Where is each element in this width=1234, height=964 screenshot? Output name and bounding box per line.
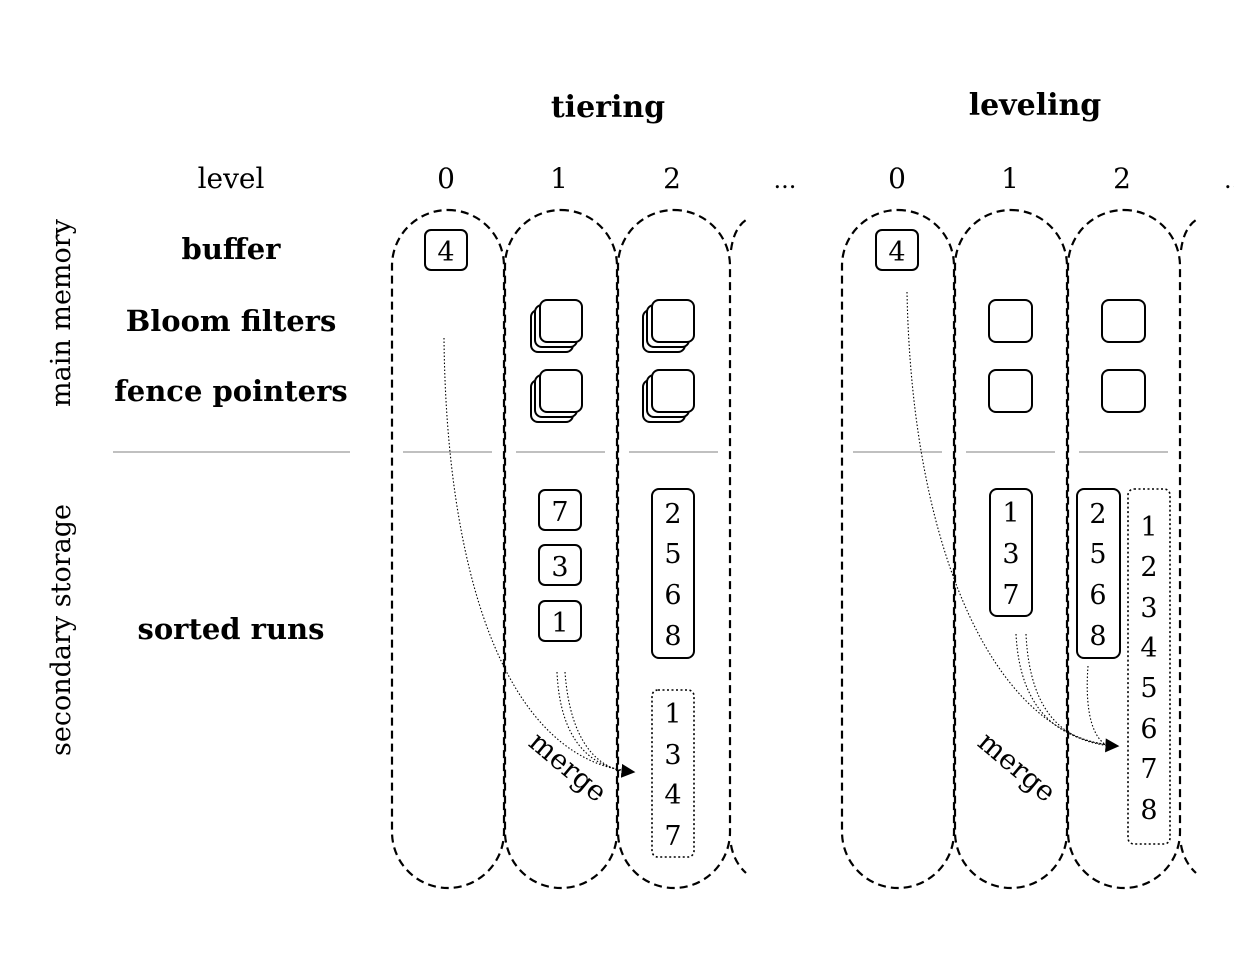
- fence-pointers-label: fence pointers: [114, 374, 347, 408]
- leveling-merged-value-1: 1: [1140, 512, 1157, 543]
- leveling-l2-run-value-4: 8: [1089, 621, 1106, 652]
- tiering-merge-flow-b: [564, 671, 631, 773]
- tiering-level-0-capsule: [390, 208, 506, 890]
- leveling-l2-run-value-3: 6: [1089, 580, 1106, 611]
- tiering-l1-fence-pointers-stack: [530, 369, 583, 423]
- leveling-l1-run-value-3: 7: [1002, 580, 1019, 611]
- tiering-l2-run-value-3: 6: [664, 580, 681, 611]
- tiering-buffer-value: 4: [437, 237, 454, 268]
- leveling-level-2: 2: [1113, 162, 1131, 195]
- tiering-level-0: 0: [437, 162, 455, 195]
- leveling-l1-run-value-1: 1: [1002, 498, 1019, 529]
- leveling-buffer-entry: [875, 229, 919, 271]
- tiering-l1-run-b: [538, 544, 582, 586]
- leveling-merge-arrow: [906, 291, 1120, 753]
- tiering-merged-value-4: 7: [664, 821, 681, 852]
- tiering-next-capsule-bottom: [729, 844, 747, 874]
- leveling-merge-flow-b: [1025, 633, 1113, 747]
- tiering-merged-value-1: 1: [664, 699, 681, 730]
- leveling-merged-value-3: 3: [1140, 593, 1157, 624]
- leveling-l2-run-value-2: 5: [1089, 539, 1106, 570]
- tiering-merge-label: merge: [523, 725, 614, 809]
- tiering-level-2-capsule: [616, 208, 732, 890]
- tiering-l1-run-a: [538, 489, 582, 531]
- tiering-buffer-entry: [424, 229, 468, 271]
- secondary-storage-label: secondary storage: [46, 504, 77, 756]
- tiering-title: tiering: [551, 90, 665, 125]
- tiering-l1-bloom-filters-stack: [530, 299, 583, 353]
- leveling-l1-fence-pointers: [988, 369, 1033, 413]
- tiering-l2-fence-pointers-stack: [642, 369, 695, 423]
- tiering-l1-run-b-value: 3: [551, 552, 568, 583]
- tiering-merged-value-2: 3: [664, 740, 681, 771]
- tiering-merged-value-3: 4: [664, 780, 681, 811]
- leveling-merged-run: [1127, 488, 1171, 845]
- leveling-l2-bloom-filter: [1101, 299, 1146, 343]
- leveling-merged-value-7: 7: [1140, 754, 1157, 785]
- sorted-runs-label: sorted runs: [138, 612, 325, 646]
- level-label: level: [198, 162, 265, 195]
- leveling-l1-run-value-2: 3: [1002, 539, 1019, 570]
- tiering-level-1: 1: [550, 162, 568, 195]
- main-memory-label: main memory: [46, 218, 77, 407]
- leveling-l2-run: [1076, 488, 1121, 659]
- tiering-l2-run-value-4: 8: [664, 621, 681, 652]
- leveling-next-capsule-bottom: [1179, 844, 1197, 874]
- leveling-merged-value-8: 8: [1140, 795, 1157, 826]
- leveling-l1-run: [989, 488, 1033, 617]
- tiering-l2-run-value-2: 5: [664, 539, 681, 570]
- tiering-l2-bloom-filters-stack: [642, 299, 695, 353]
- bloom-filters-label: Bloom filters: [126, 304, 337, 338]
- leveling-next-capsule-top: [1179, 219, 1197, 251]
- tiering-l1-run-a-value: 7: [551, 497, 568, 528]
- leveling-level-0-capsule: [840, 208, 956, 890]
- tiering-merged-run: [651, 689, 695, 858]
- buffer-label: buffer: [182, 232, 282, 266]
- tiering-l2-run-value-1: 2: [664, 499, 681, 530]
- leveling-merged-value-4: 4: [1140, 633, 1157, 664]
- leveling-merged-value-2: 2: [1140, 552, 1157, 583]
- tiering-l1-run-c: [538, 600, 582, 642]
- leveling-merge-flow-c: [1086, 665, 1113, 748]
- leveling-level-2-capsule: [1066, 208, 1182, 890]
- leveling-l2-fence-pointers: [1101, 369, 1146, 413]
- leveling-merged-value-5: 5: [1140, 673, 1157, 704]
- leveling-merge-flow-a: [1015, 633, 1113, 746]
- leveling-level-0: 0: [888, 162, 906, 195]
- tiering-merge-flow-a: [556, 671, 631, 772]
- leveling-l1-bloom-filter: [988, 299, 1033, 343]
- leveling-merge-label: merge: [972, 725, 1063, 809]
- tiering-l1-run-c-value: 1: [551, 608, 568, 639]
- tiering-ellipsis: ...: [774, 166, 797, 194]
- leveling-title: leveling: [969, 88, 1102, 123]
- leveling-level-1: 1: [1001, 162, 1019, 195]
- leveling-merged-value-6: 6: [1140, 714, 1157, 745]
- leveling-l2-run-value-1: 2: [1089, 499, 1106, 530]
- leveling-ellipsis: ...: [1224, 166, 1234, 194]
- tiering-next-capsule-top: [729, 219, 747, 251]
- tiering-level-2: 2: [663, 162, 681, 195]
- leveling-buffer-value: 4: [888, 237, 905, 268]
- tiering-l2-run: [651, 488, 695, 659]
